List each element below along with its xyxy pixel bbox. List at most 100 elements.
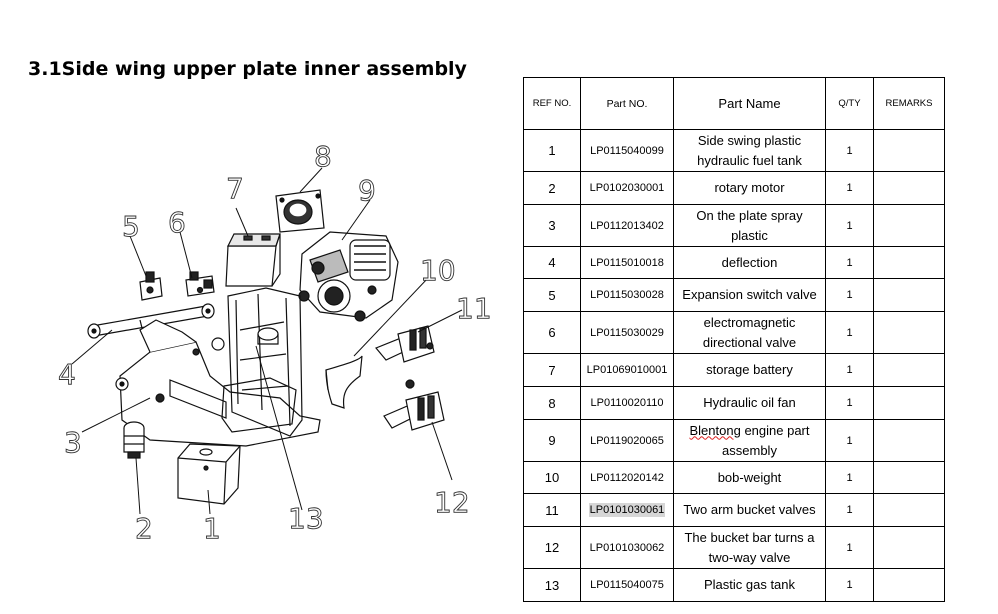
part-no-cell: LP0115040075 [580,568,674,602]
part-no-text: LP01069010001 [586,364,668,376]
part-no-text: LP0115010018 [590,256,664,269]
remarks-cell [873,204,945,247]
callout-11: 11 [456,292,492,325]
part-no-cell: LP01069010001 [580,353,674,387]
callout-7: 7 [226,172,244,205]
part-name-line: Expansion switch valve [682,287,817,302]
part-name-cell: Side swing plastic hydraulic fuel tank [673,129,826,172]
part-name-line: Plastic gas tank [703,577,796,592]
table-header-row: REF NO. Part NO. Part Name Q/TY REMARKS [523,77,945,130]
remarks-cell [873,526,945,569]
callout-12: 12 [434,486,470,519]
qty-cell: 1 [825,568,874,602]
hydraulic-oil-fan-part [275,189,325,233]
ref-no-cell: 1 [523,129,581,172]
remarks-cell [873,311,945,354]
bucket-bar-valve-part [383,379,445,431]
part-name-cell: rotary motor [673,171,826,205]
ref-no-cell: 4 [523,246,581,279]
part-no-text: LP0115040099 [590,144,664,157]
callout-13: 13 [288,502,324,535]
part-name-cell: deflection [673,246,826,279]
qty-cell: 1 [825,204,874,247]
part-name-line: hydraulic fuel tank [697,152,802,168]
remarks-cell [873,246,945,279]
table-row: 1 LP0115040099 Side swing plastic hydraulic… [523,129,945,172]
header-part-no: Part NO. [580,77,674,130]
qty-cell: 1 [825,311,874,354]
part-name-cell: Plastic gas tank [673,568,826,602]
table-row: 10 LP0112020142 bob-weight 1 [523,461,945,494]
two-arm-bucket-valves-part [375,325,435,363]
part-no-cell: LP0115040099 [580,129,674,172]
callout-6: 6 [168,206,186,239]
part-no-text: LP0112013402 [590,219,664,232]
ref-no-cell: 11 [523,493,581,527]
part-no-text: LP0119020065 [590,434,664,447]
callout-10: 10 [420,254,456,287]
qty-cell: 1 [825,171,874,205]
qty-cell: 1 [825,526,874,569]
callout-1: 1 [203,512,221,545]
part-name-line: two-way valve [708,549,791,565]
expansion-switch-valve-part [139,271,163,301]
qty-cell: 1 [825,353,874,387]
part-no-text: LP0101030062 [589,541,665,554]
remarks-cell [873,129,945,172]
remarks-cell [873,461,945,494]
plastic-gas-tank-part [221,377,297,433]
part-no-text: LP0115030028 [590,289,664,301]
qty-cell: 1 [825,493,874,527]
part-no-cell: LP0119020065 [580,419,674,462]
ref-no-cell: 12 [523,526,581,569]
callout-9: 9 [358,174,376,207]
rotary-motor-part [123,421,145,459]
ref-no-cell: 6 [523,311,581,354]
part-name-line: bob-weight [717,469,782,485]
exploded-assembly-diagram: 1 2 3 4 5 6 7 8 9 10 11 12 13 [58,140,493,546]
part-no-cell: LP0102030001 [580,171,674,205]
part-no-cell: LP0101030062 [580,526,674,569]
ref-no-cell: 2 [523,171,581,205]
ref-no-cell: 9 [523,419,581,462]
qty-cell: 1 [825,278,874,312]
ref-no-cell: 10 [523,461,581,494]
part-no-text: LP0101030061 [588,503,666,517]
callout-5: 5 [122,210,140,243]
page-title: 3.1Side wing upper plate inner assembly [28,58,467,80]
ref-no-cell: 8 [523,386,581,420]
part-no-text: LP0115040075 [590,579,664,591]
qty-cell: 1 [825,461,874,494]
engine-part [298,231,399,322]
part-no-cell: LP0115030029 [580,311,674,354]
remarks-cell [873,353,945,387]
header-remarks: REMARKS [873,77,945,130]
upper-plate-frame-part [115,287,321,447]
header-part-name: Part Name [673,77,826,130]
remarks-cell [873,419,945,462]
part-no-text: LP0115030029 [590,326,664,339]
part-no-cell: LP0112013402 [580,204,674,247]
part-name-cell: Hydraulic oil fan [673,386,826,420]
remarks-cell [873,386,945,420]
part-name-line: Side swing plastic [697,132,802,148]
qty-cell: 1 [825,129,874,172]
part-no-cell: LP0112020142 [580,461,674,494]
part-no-text: LP0112020142 [590,471,664,484]
part-no-text: LP0102030001 [589,182,665,194]
header-ref-no: REF NO. [523,77,581,130]
callout-4: 4 [58,358,76,391]
part-name-line: On the plate spray [696,207,803,223]
